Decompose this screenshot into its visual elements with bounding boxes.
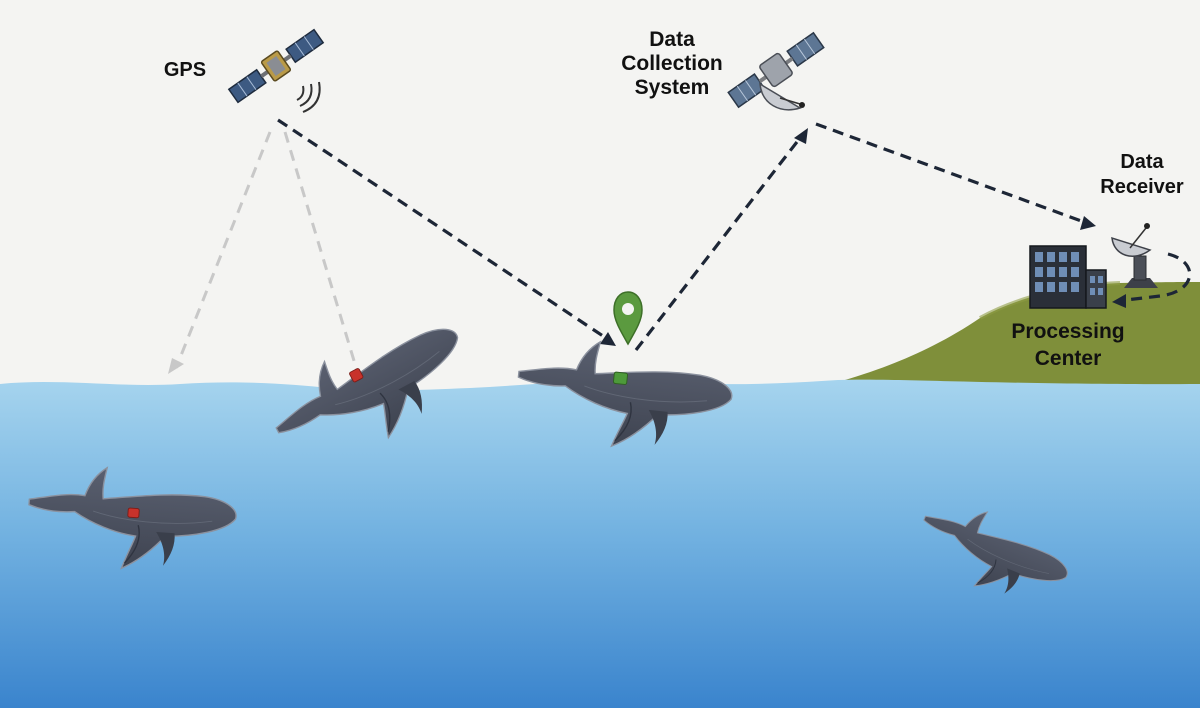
data-receiver-label: Data Receiver bbox=[1092, 150, 1192, 200]
processing-center-label-line: Processing bbox=[1011, 320, 1125, 343]
gps-satellite-icon bbox=[227, 28, 325, 104]
whale-3-tagged bbox=[511, 332, 737, 459]
data-collection-system-label-line: Collection bbox=[621, 52, 723, 76]
data-collection-system-label: Data Collection System bbox=[602, 28, 742, 100]
receiver-to-processing-link bbox=[1125, 252, 1192, 302]
data-receiver-label-line: Receiver bbox=[1100, 176, 1184, 198]
data-collection-satellite-icon bbox=[727, 31, 825, 109]
gps-link-whale-1 bbox=[174, 131, 272, 369]
tag-icon-inactive bbox=[349, 368, 364, 383]
whale-2 bbox=[258, 300, 485, 483]
data-collection-system-label-line: Data bbox=[649, 28, 695, 51]
satellite-dish-icon bbox=[1111, 223, 1158, 288]
gps-signal-waves-icon bbox=[296, 81, 321, 113]
satellite-to-receiver-link bbox=[815, 122, 1085, 224]
processing-center-label: Processing Center bbox=[988, 318, 1148, 373]
gps-link-whale-2 bbox=[283, 131, 360, 375]
tag-icon-inactive bbox=[127, 507, 140, 519]
data-receiver-label-line: Data bbox=[1120, 151, 1164, 173]
processing-center-label-line: Center bbox=[1034, 347, 1102, 371]
location-pin-icon bbox=[613, 291, 643, 346]
processing-building-icon bbox=[1029, 245, 1107, 309]
whale-1 bbox=[24, 461, 240, 577]
ocean bbox=[0, 379, 1200, 708]
shore-land bbox=[838, 282, 1200, 400]
satellite-dish-part bbox=[759, 82, 805, 111]
gps-to-tagged-whale-link bbox=[277, 118, 607, 340]
data-collection-system-label-line: System bbox=[634, 76, 710, 100]
active-data-links bbox=[277, 118, 1192, 351]
gps-label: GPS bbox=[163, 59, 207, 81]
whale-to-satellite-link bbox=[634, 137, 802, 351]
tag-icon-active bbox=[613, 371, 628, 385]
